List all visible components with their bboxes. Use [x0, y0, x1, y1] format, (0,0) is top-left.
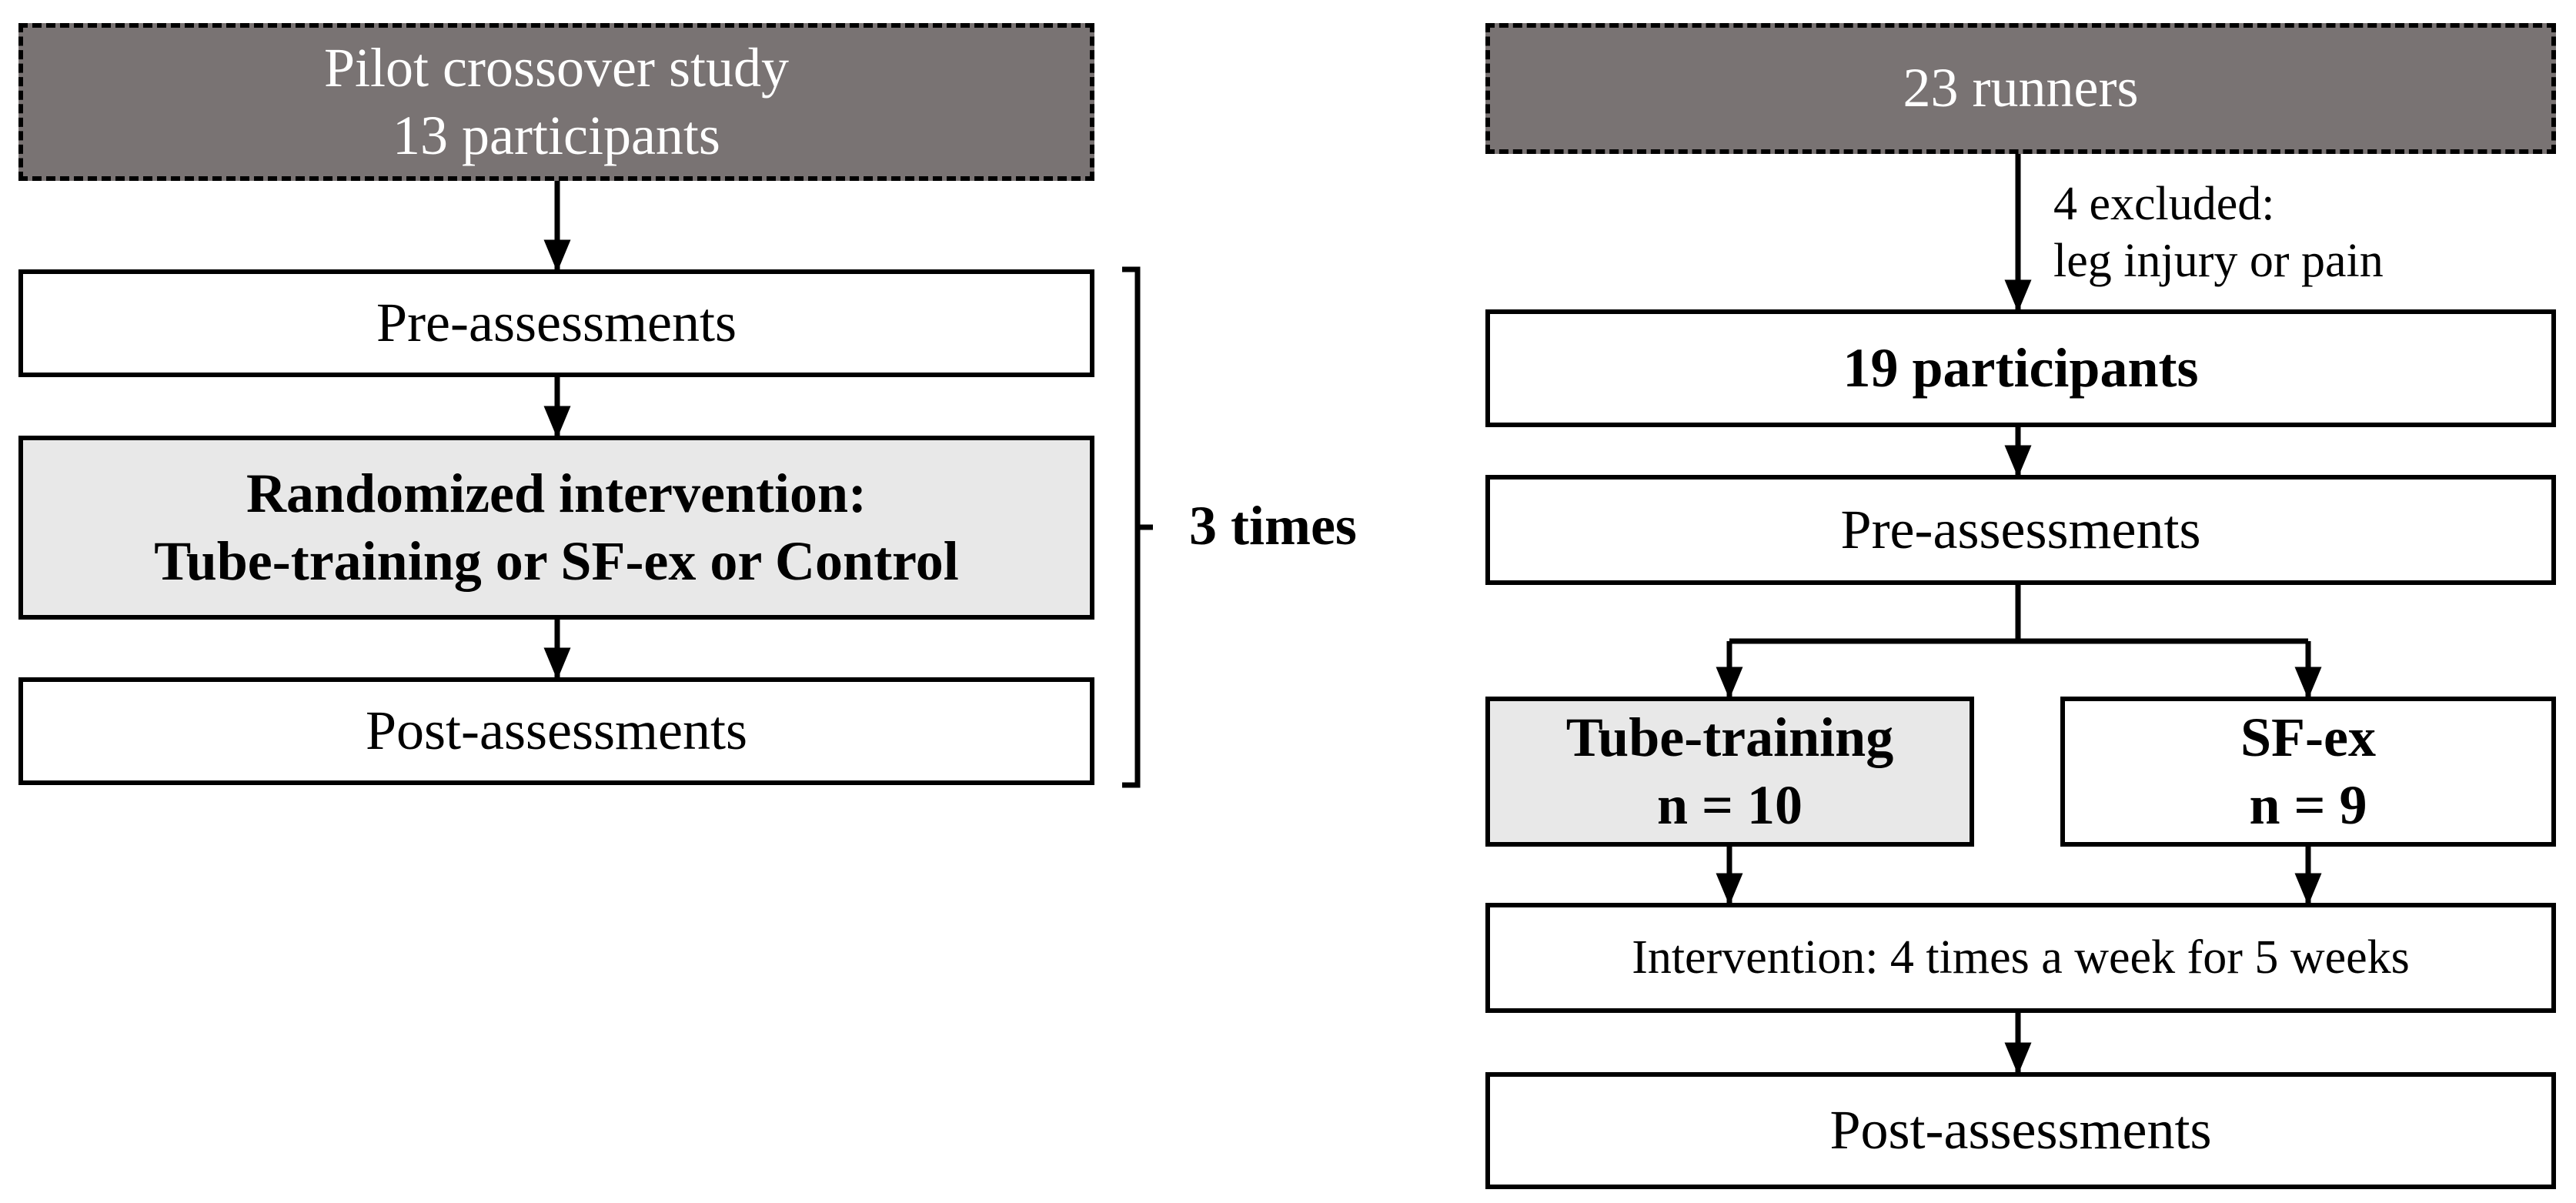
excluded-note: 4 excluded: leg injury or pain: [2053, 175, 2384, 290]
left-pre-assessments-box: Pre-assessments: [18, 269, 1094, 377]
left-pre-assessments-label: Pre-assessments: [376, 292, 737, 354]
left-post-assessments-label: Post-assessments: [365, 700, 748, 762]
intervention-schedule-label: Intervention: 4 times a week for 5 weeks: [1632, 931, 2410, 984]
runners-label: 23 runners: [1903, 57, 2139, 119]
repeat-count-label: 3 times: [1189, 495, 1357, 556]
pilot-study-count: 13 participants: [393, 104, 720, 166]
repeat-bracket: [1122, 266, 1153, 788]
intervention-schedule-box: Intervention: 4 times a week for 5 weeks: [1485, 903, 2556, 1013]
sf-ex-group-box: SF-ex n = 9: [2060, 697, 2556, 847]
right-post-assessments-label: Post-assessments: [1829, 1099, 2212, 1161]
tube-training-group-count: n = 10: [1656, 774, 1803, 836]
randomized-intervention-box: Randomized intervention: Tube-training o…: [18, 436, 1094, 620]
randomized-intervention-options: Tube-training or SF-ex or Control: [154, 530, 959, 592]
right-pre-assessments-label: Pre-assessments: [1840, 498, 2201, 560]
tube-training-group-name: Tube-training: [1565, 706, 1894, 768]
right-pre-assessments-box: Pre-assessments: [1485, 475, 2556, 585]
participants-box: 19 participants: [1485, 309, 2556, 427]
sf-ex-group-count: n = 9: [2249, 774, 2367, 836]
pilot-study-box: Pilot crossover study 13 participants: [18, 23, 1094, 181]
randomized-intervention-title: Randomized intervention:: [246, 462, 867, 524]
excluded-reason: leg injury or pain: [2053, 235, 2384, 288]
participants-label: 19 participants: [1843, 336, 2199, 399]
split-connector: [1729, 585, 2308, 644]
excluded-count: 4 excluded:: [2053, 178, 2275, 230]
runners-box: 23 runners: [1485, 23, 2556, 154]
pilot-study-title: Pilot crossover study: [324, 36, 789, 99]
left-post-assessments-box: Post-assessments: [18, 677, 1094, 785]
sf-ex-group-name: SF-ex: [2240, 706, 2376, 768]
right-post-assessments-box: Post-assessments: [1485, 1072, 2556, 1189]
tube-training-group-box: Tube-training n = 10: [1485, 697, 1974, 847]
